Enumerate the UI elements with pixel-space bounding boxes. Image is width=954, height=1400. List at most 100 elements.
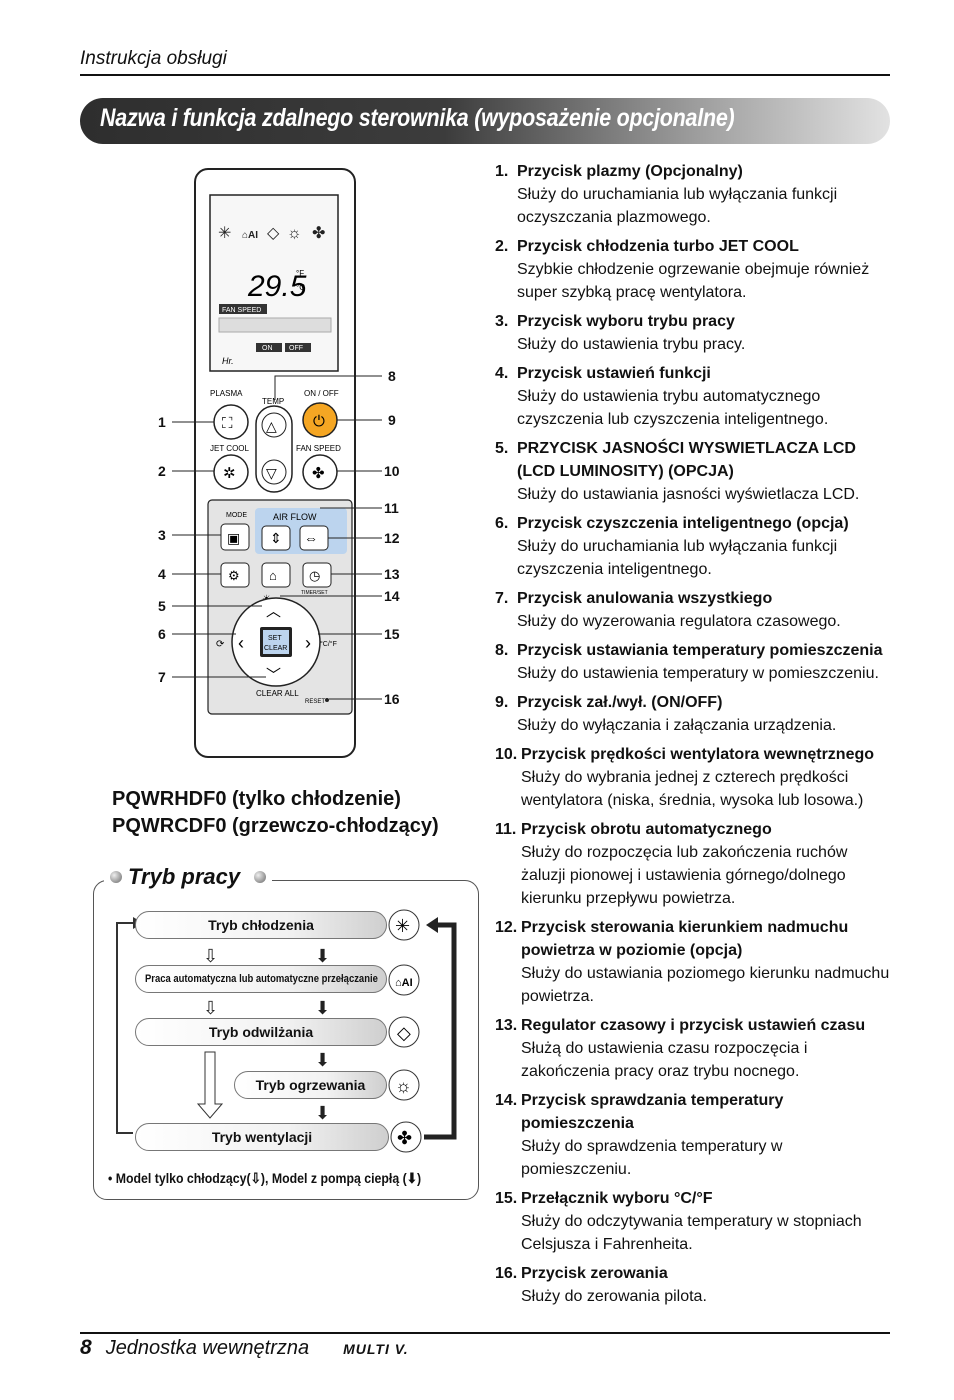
label-reset: RESET xyxy=(305,699,325,705)
label-cf: °C/°F xyxy=(320,640,337,648)
item-number: 1. xyxy=(495,163,509,180)
lcd-unit-f: °F xyxy=(296,269,304,278)
snowflake-icon: ✳ xyxy=(218,225,231,242)
callout-3: 3 xyxy=(158,527,166,543)
footer: 8 Jednostka wewnętrzna MULTI V. xyxy=(80,1336,409,1360)
page-title: Nazwa i funkcja zdalnego sterownika (wyp… xyxy=(100,104,735,132)
footer-text: Jednostka wewnętrzna xyxy=(105,1337,310,1359)
updown-arrow-icon: ⇕ xyxy=(270,530,282,546)
label-temp: TEMP xyxy=(262,397,284,406)
item-title: 15.Przełącznik wyboru °C/°F xyxy=(495,1187,895,1210)
temp-down-button xyxy=(261,459,287,485)
item-title: 6.Przycisk czyszczenia inteligentnego (o… xyxy=(495,512,895,535)
nav-right-icon: › xyxy=(305,633,311,653)
item-description: Służy do odczytywania temperatury w stop… xyxy=(521,1213,862,1253)
model-heatpump: PQWRCDF0 (grzewczo-chłodzący) xyxy=(112,815,439,837)
label-air-flow: AIR FLOW xyxy=(273,512,317,522)
page-number: 8 xyxy=(80,1336,92,1359)
fan-speed-bar xyxy=(218,317,332,333)
callout-7: 7 xyxy=(158,669,166,685)
drop-icon: ◇ xyxy=(397,1023,411,1043)
nav-left-icon: ‹ xyxy=(238,633,244,653)
item-description: Służy do rozpoczęcia lub zakończenia ruc… xyxy=(521,844,848,907)
title-bar xyxy=(80,98,890,144)
item-description: Służy do wyzerowania regulatora czasoweg… xyxy=(517,613,841,630)
temp-up-button xyxy=(261,412,287,438)
item-number: 16. xyxy=(495,1265,518,1282)
item-number: 13. xyxy=(495,1017,518,1034)
list-item: 9.Przycisk zał./wył. (ON/OFF)Służy do wy… xyxy=(495,691,895,737)
label-fan-speed: FAN SPEED xyxy=(296,444,341,453)
item-description: Służy do ustawiania poziomego kierunku n… xyxy=(521,965,890,1005)
mode-box xyxy=(93,880,479,1200)
label-mode: MODE xyxy=(226,512,247,519)
item-number: 4. xyxy=(495,365,509,382)
lcd-on: ON xyxy=(262,345,273,352)
fan-speed-button xyxy=(302,454,338,490)
callout-1: 1 xyxy=(158,414,166,430)
item-title: 1.Przycisk plazmy (Opcjonalny) xyxy=(495,160,895,183)
item-number: 2. xyxy=(495,238,509,255)
mode-note: • Model tylko chłodzący(⇩), Model z pomp… xyxy=(108,1170,422,1186)
callout-10: 10 xyxy=(384,463,400,479)
function-list: 1.Przycisk plazmy (Opcjonalny) Służy do u… xyxy=(495,160,895,1314)
item-description: Służy do ustawienia trybu pracy. xyxy=(517,336,746,353)
long-down-arrow-icon xyxy=(196,1051,224,1119)
clock-icon: ◷ xyxy=(309,568,320,583)
bullet-dot-icon xyxy=(110,871,122,883)
label-on-off: ON / OFF xyxy=(304,389,339,398)
temp-up-icon: △ xyxy=(266,418,277,434)
label-timer: TIMER/SET xyxy=(301,590,328,596)
item-number: 3. xyxy=(495,313,509,330)
auto-ai-icon: ⌂AI xyxy=(242,230,258,241)
section-header: Instrukcja obsługi xyxy=(80,48,227,69)
auto-ai-icon: ⌂AI xyxy=(395,977,413,989)
item-title: 10.Przycisk prędkości wentylatora wewnęt… xyxy=(495,743,895,766)
callout-lines xyxy=(172,375,382,700)
solid-down-arrow-icon: ⬇ xyxy=(315,998,330,1018)
item-description: Służą do ustawienia czasu rozpoczęcia i … xyxy=(521,1040,808,1080)
snowflake-icon: ✳ xyxy=(395,916,410,936)
item-description: Służy do ustawiania jasności wyświetlacz… xyxy=(517,486,860,503)
list-item: 5.PRZYCISK JASNOŚCI WYSWIETLACZA LCD (LC… xyxy=(495,437,895,506)
callout-12: 12 xyxy=(384,530,400,546)
list-item: 14.Przycisk sprawdzania temperatury pomi… xyxy=(495,1089,895,1181)
solid-down-arrow-icon: ⬇ xyxy=(315,1103,330,1123)
item-number: 11. xyxy=(495,821,517,838)
callout-13: 13 xyxy=(384,566,400,582)
timer-button xyxy=(302,562,332,588)
temp-down-icon: ▽ xyxy=(266,465,277,481)
list-item: 15.Przełącznik wyboru °C/°F Służy do odcz… xyxy=(495,1187,895,1256)
item-title: 3.Przycisk wyboru trybu pracy xyxy=(495,310,895,333)
drop-icon: ◇ xyxy=(267,225,280,242)
item-number: 5. xyxy=(495,440,509,457)
item-title: 16.Przycisk zerowania xyxy=(495,1262,895,1285)
cool-cycle-line xyxy=(116,922,133,1134)
lcd-off: OFF xyxy=(289,345,303,352)
item-description: Szybkie chłodzenie ogrzewanie obejmuje r… xyxy=(517,261,870,301)
model-names: PQWRHDF0 (tylko chłodzenie) PQWRCDF0 (gr… xyxy=(112,786,439,840)
temp-rocker xyxy=(255,405,293,493)
item-title: 14.Przycisk sprawdzania temperatury pomi… xyxy=(495,1089,895,1135)
item-description: Służy do zerowania pilota. xyxy=(521,1288,707,1305)
item-description: Służy do wyłączania i załączania urządze… xyxy=(517,717,837,734)
list-item: 12.Przycisk sterowania kierunkiem nadmuc… xyxy=(495,916,895,1008)
jet-cool-icon: ✲ xyxy=(223,465,236,482)
mode-auto: Praca automatyczna lub automatyczne prze… xyxy=(135,965,387,993)
list-item: 6.Przycisk czyszczenia inteligentnego (o… xyxy=(495,512,895,581)
callout-6: 6 xyxy=(158,626,166,642)
list-item: 1.Przycisk plazmy (Opcjonalny)Służy do u… xyxy=(495,160,895,229)
list-item: 8.Przycisk ustawiania temperatury pomies… xyxy=(495,639,895,685)
callout-15: 15 xyxy=(384,626,400,642)
label-plasma: PLASMA xyxy=(210,389,243,398)
callout-8: 8 xyxy=(388,368,396,384)
label-set: SET xyxy=(268,635,282,642)
list-item: 13.Regulator czasowy i przycisk ustawień… xyxy=(495,1014,895,1083)
item-number: 7. xyxy=(495,590,509,607)
off-badge xyxy=(285,343,311,352)
power-icon: ⏻ xyxy=(313,413,325,430)
item-number: 8. xyxy=(495,642,509,659)
callout-14: 14 xyxy=(384,588,400,604)
